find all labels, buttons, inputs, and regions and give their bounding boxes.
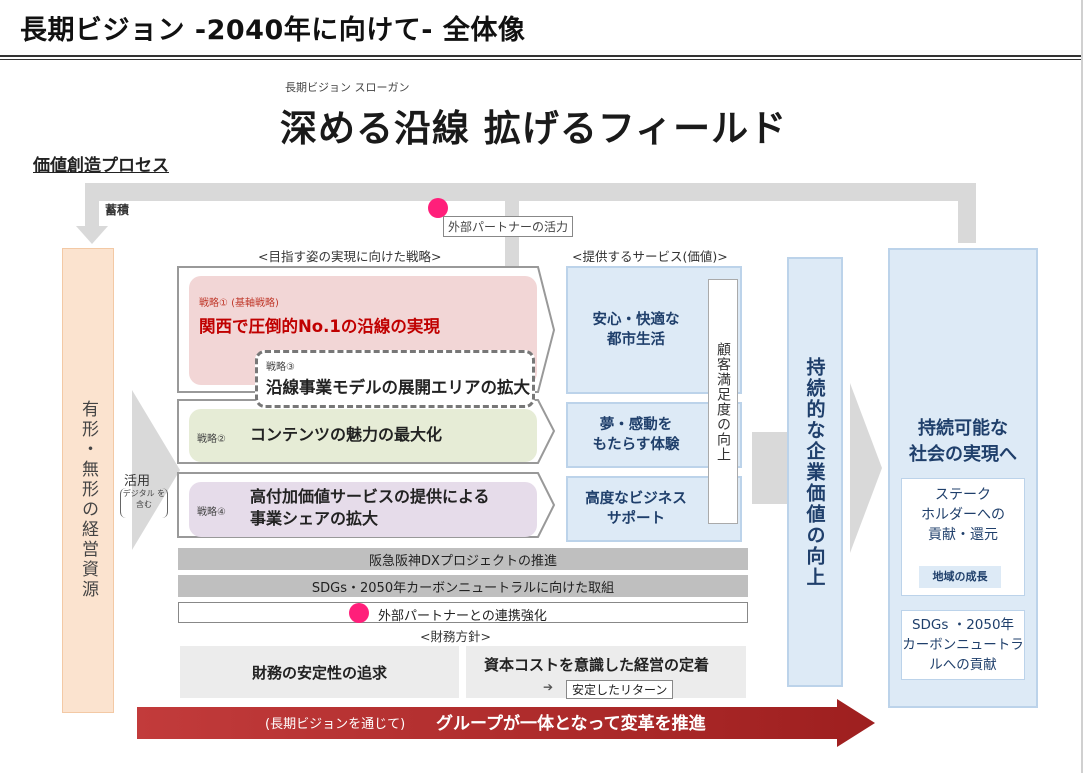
partner-dot-icon [428, 198, 448, 218]
customer-satisfaction-box: 顧客満足度の向上 [708, 279, 738, 524]
strategy-4-label: 戦略④ [197, 507, 226, 518]
dx-project-bar: 阪急阪神DXプロジェクトの推進 [178, 548, 748, 570]
society-title-line2: 社会の実現へ [909, 444, 1017, 465]
finance-capital-title: 資本コストを意識した経営の定着 [484, 656, 710, 674]
transformation-prefix: (長期ビジョンを通じて) [265, 717, 406, 732]
slogan-label: 長期ビジョン スローガン [285, 81, 410, 94]
service-header: <提供するサービス(価値)> [572, 249, 728, 264]
loop-left-leg [85, 183, 99, 228]
corporate-value-box: 持続的な企業価値の向上 [787, 257, 843, 687]
digital-label: デジタル を含む [120, 488, 168, 518]
sdgs-contribution-box: SDGs ・2050年 カーボンニュートラ ルへの貢献 [901, 610, 1025, 680]
service-2-line2: もたらす体験 [592, 437, 680, 453]
service-3-line2: サポート [607, 511, 665, 527]
strategy-3-label: 戦略③ [266, 362, 295, 373]
page-title: 長期ビジョン -2040年に向けて- 全体像 [20, 15, 526, 46]
sdgs-contribution-line3: ルへの貢献 [929, 657, 997, 673]
stakeholder-line3: 貢献・還元 [928, 527, 998, 543]
page-edge [1081, 0, 1083, 773]
finance-stability-box: 財務の安定性の追求 [180, 646, 459, 698]
strategy-3-card [255, 350, 535, 408]
management-resources-text: 有形・無形の経営資源 [78, 400, 98, 600]
service-2-line1: 夢・感動を [599, 417, 673, 433]
slogan-text: 深める沿線 拡げるフィールド [280, 107, 788, 150]
regional-growth-badge: 地域の成長 [919, 566, 1001, 588]
corporate-value-text: 持続的な企業価値の向上 [803, 356, 826, 588]
strategy-4-title-line1: 高付加価値サービスの提供による [250, 487, 490, 506]
strategy-1-title: 関西で圧倒的No.1の沿線の実現 [199, 317, 440, 336]
loop-top-bar [85, 183, 976, 201]
value-to-society-arrow-icon [850, 383, 882, 553]
partner-collab-bar [178, 602, 748, 623]
management-resources-box [62, 248, 114, 713]
service-1-line1: 安心・快適な [592, 312, 680, 328]
stakeholder-line2: ホルダーへの [921, 507, 1005, 523]
service-3-line1: 高度なビジネス [585, 491, 687, 507]
partner-collab-label: 外部パートナーとの連携強化 [378, 609, 547, 624]
process-title: 価値創造プロセス [33, 156, 169, 176]
strategy-2-title: コンテンツの魅力の最大化 [250, 425, 443, 444]
society-title-line1: 持続可能な [918, 418, 1008, 439]
customer-satisfaction-text: 顧客満足度の向上 [715, 341, 731, 462]
stable-return-label: 安定したリターン [566, 680, 674, 699]
partner-vitality-label: 外部パートナーの活力 [443, 216, 574, 237]
transformation-arrow [137, 699, 875, 747]
return-arrow-icon: ➔ [543, 680, 554, 694]
title-divider [0, 55, 1083, 57]
stakeholder-line1: ステーク [935, 487, 991, 503]
loop-right-leg [958, 183, 976, 243]
use-label: 活用 [124, 474, 151, 489]
finance-header: <財務方針> [420, 629, 491, 644]
strategy-2-card [189, 409, 537, 462]
title-divider-thin [0, 59, 1083, 60]
sdgs-contribution-line1: SDGs ・2050年 [911, 617, 1015, 633]
service-to-value-arrow-body [752, 432, 788, 504]
strategy-header: <目指す姿の実現に向けた戦略> [258, 249, 442, 264]
society-title: 持続可能な 社会の実現へ [888, 416, 1038, 468]
strategy-3-title: 沿線事業モデルの展開エリアの拡大 [266, 378, 530, 397]
loop-down-arrow-icon [76, 226, 108, 244]
sdgs-bar: SDGs・2050年カーボンニュートラルに向けた取組 [178, 575, 748, 597]
use-arrow-icon [132, 390, 180, 550]
strategy-2-label: 戦略② [197, 434, 226, 445]
partner-collab-dot-icon [349, 603, 369, 623]
sdgs-contribution-line2: カーボンニュートラ [902, 637, 1024, 653]
service-1-line2: 都市生活 [607, 332, 665, 348]
transformation-main: グループが一体となって変革を推進 [436, 714, 706, 734]
accumulate-label: 蓄積 [105, 203, 130, 217]
strategy-4-card [189, 482, 537, 537]
strategy-4-title-line2: 事業シェアの拡大 [250, 509, 379, 528]
strategy-1-label: 戦略① (基軸戦略) [199, 298, 279, 309]
